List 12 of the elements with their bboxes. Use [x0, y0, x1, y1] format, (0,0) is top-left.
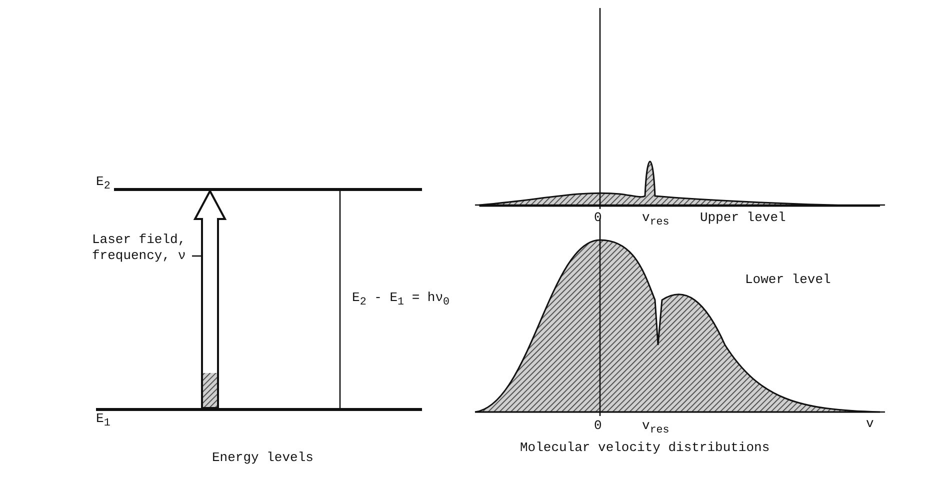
caption-text: Energy levels — [212, 450, 314, 466]
axis-label: v — [866, 416, 874, 432]
axis-tick-label: v$_{res}$ — [642, 418, 670, 439]
annotation-text: Laser field, frequency, ν — [92, 232, 192, 266]
axis-tick-label: 0 — [594, 418, 602, 434]
axis-tick-label: v$_{res}$ — [642, 210, 670, 231]
leader-line — [192, 255, 203, 257]
level-label: Upper level — [700, 210, 786, 226]
caption-text: Molecular velocity distributions — [520, 440, 770, 456]
hollow-arrow — [193, 188, 227, 409]
connector-line — [339, 191, 341, 408]
level-label: Lower level — [745, 272, 831, 288]
